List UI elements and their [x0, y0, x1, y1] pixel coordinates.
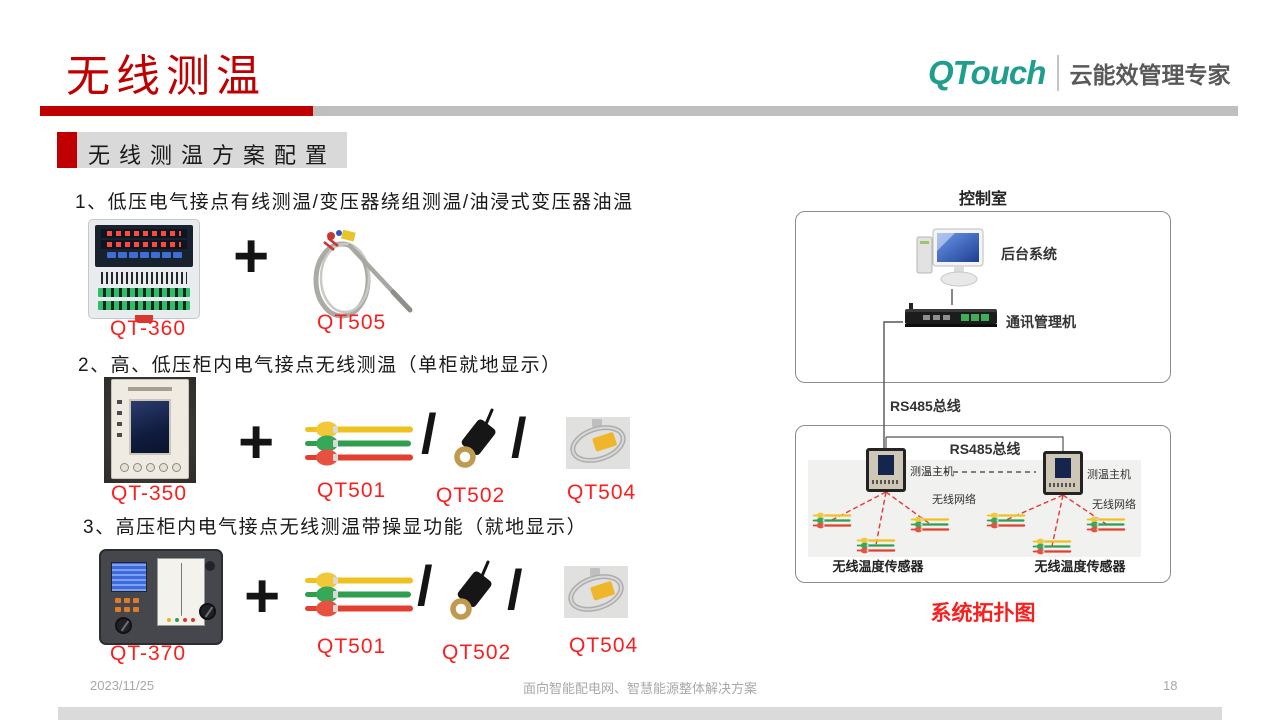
- cabinet-zone-box: [795, 425, 1171, 583]
- qt502-product-photo-2: [450, 560, 492, 620]
- control-room-label: 控制室: [958, 191, 1007, 208]
- wireless-sensor-group-label-1: 无线温度传感器: [832, 559, 924, 574]
- qt360-terminals-top: [98, 288, 190, 297]
- qt370-knob-right: [199, 603, 216, 620]
- sensor-cluster-icon: [812, 512, 852, 529]
- product-label-qt502-2: QT502: [442, 641, 512, 664]
- footer-date: 2023/11/25: [90, 678, 155, 693]
- product-label-qt350: QT-350: [111, 482, 188, 505]
- qt504-product-photo-2: [564, 566, 628, 618]
- slash-separator-1: /: [421, 402, 437, 465]
- solution-3-heading: 3、高压柜内电气接点无线测温带操显功能（就地显示）: [83, 517, 588, 538]
- slash-separator-2: /: [511, 406, 527, 469]
- rs485-bus-label-inner: RS485总线: [949, 441, 1021, 457]
- slash-separator-4: /: [507, 558, 523, 621]
- product-label-qt505: QT505: [317, 311, 387, 334]
- qt350-product-photo: [104, 377, 196, 483]
- qt360-display-panel: [95, 225, 193, 267]
- product-label-qt501: QT501: [317, 479, 387, 502]
- qt360-terminals-bottom: [98, 301, 190, 310]
- qt502-product-photo: [454, 408, 496, 468]
- plus-separator-1: +: [233, 222, 270, 291]
- product-label-qt504-2: QT504: [569, 634, 639, 657]
- sensor-cluster-icon: [986, 512, 1026, 529]
- sensor-cluster-icon: [910, 516, 950, 533]
- qt350-device-face: [111, 379, 189, 479]
- qt504-product-photo: [566, 417, 630, 469]
- qt501-product-photo-2: [305, 572, 413, 617]
- qt360-product-photo: [88, 219, 200, 323]
- solution-2-heading: 2、高、低压柜内电气接点无线测温（单柜就地显示）: [78, 355, 562, 376]
- qt370-mimic-panel: [157, 558, 205, 626]
- section-header-marker: [57, 132, 77, 168]
- sensor-cluster-icon: [856, 537, 896, 554]
- solution-1-heading: 1、低压电气接点有线测温/变压器绕组测温/油浸式变压器油温: [75, 192, 634, 213]
- footer-bar: [58, 707, 1222, 720]
- title-underline-red: [40, 106, 313, 116]
- qt370-knob-left: [115, 617, 132, 634]
- comm-gateway-label: 通讯管理机: [1006, 314, 1076, 330]
- footer-page-number: 18: [1163, 678, 1178, 693]
- wireless-network-label-2: 无线网络: [1092, 499, 1136, 511]
- qt370-product-photo: [99, 549, 223, 645]
- logo-divider: [1057, 55, 1060, 91]
- wireless-sensor-group-label-2: 无线温度传感器: [1034, 559, 1126, 574]
- topology-caption: 系统拓扑图: [930, 602, 1036, 625]
- plus-separator-3: +: [244, 562, 281, 631]
- comm-gateway-icon: [905, 303, 997, 327]
- backend-system-label: 后台系统: [1001, 246, 1057, 262]
- temp-host-icon-1: [866, 448, 906, 492]
- product-label-qt360: QT-360: [110, 317, 187, 340]
- section-header-background: [57, 132, 347, 168]
- qt360-vents: [101, 272, 187, 284]
- rs485-bus-label-outer: RS485总线: [890, 398, 961, 414]
- logo-brand: QTouch: [928, 54, 1046, 91]
- qt370-button: [205, 561, 215, 571]
- temp-host-icon-2: [1043, 451, 1083, 495]
- qtouch-logo: QTouch 云能效管理专家: [928, 54, 1230, 92]
- qt360-din-clip: [135, 315, 153, 323]
- slash-separator-3: /: [417, 554, 433, 617]
- product-label-qt501-2: QT501: [317, 635, 387, 658]
- product-label-qt370: QT-370: [110, 642, 187, 665]
- backend-computer-icon: [916, 228, 984, 287]
- title-underline-gray: [313, 106, 1238, 116]
- plus-separator-2: +: [238, 408, 275, 477]
- qt370-lcd: [111, 562, 147, 592]
- qt350-lcd: [129, 399, 171, 455]
- page-title: 无线测温: [66, 52, 266, 101]
- wireless-network-label-1: 无线网络: [932, 494, 976, 506]
- control-room-box: [795, 211, 1171, 383]
- qt505-product-photo: [313, 229, 413, 319]
- logo-tagline: 云能效管理专家: [1069, 62, 1231, 88]
- section-title: 无线测温方案配置: [88, 143, 337, 168]
- temp-host-label-2: 测温主机: [1087, 469, 1131, 481]
- qt501-product-photo: [305, 421, 413, 466]
- footer-slogan: 面向智能配电网、智慧能源整体解决方案: [522, 681, 757, 696]
- sensor-cluster-icon: [1086, 516, 1126, 533]
- product-label-qt502: QT502: [436, 484, 506, 507]
- product-label-qt504: QT504: [567, 481, 637, 504]
- temp-host-label-1: 测温主机: [910, 466, 954, 478]
- system-topology-diagram: 控制室 后台系统 通讯管理机 RS485总线 RS485总线 测温主机 测温主机…: [780, 185, 1186, 637]
